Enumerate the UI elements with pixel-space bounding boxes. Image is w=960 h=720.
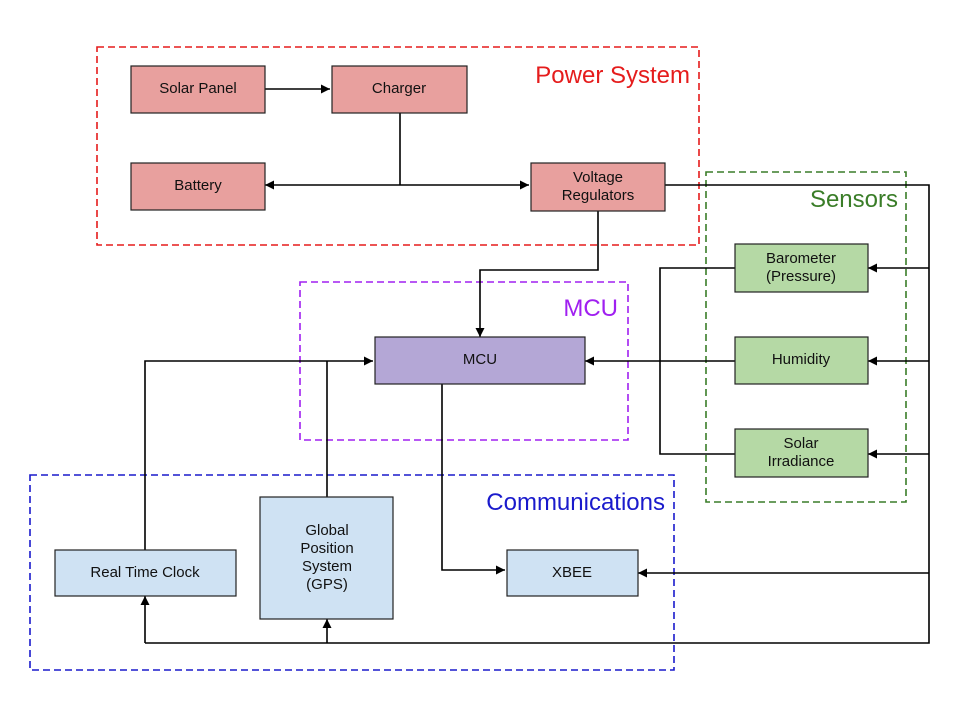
block-label-line: Real Time Clock (90, 564, 200, 581)
sensors-group (705, 171, 907, 503)
block-label-line: Humidity (772, 351, 831, 368)
sensors-label: Sensors (810, 186, 898, 213)
humidity-block (734, 336, 869, 385)
block-label-line: Global (305, 522, 348, 539)
battery-block (130, 162, 266, 211)
power-rail-line (145, 184, 930, 644)
block-label-line: Irradiance (768, 453, 835, 470)
humidity-label: Humidity (772, 351, 831, 368)
block-label-line: Solar Panel (159, 80, 237, 97)
block-label-line: Charger (372, 80, 426, 97)
real-time-clock-block (54, 549, 237, 597)
block-label-line: Barometer (766, 250, 836, 267)
mcu-to-xbee-arrow (441, 384, 505, 575)
rtc-to-mcu-arrow (144, 356, 373, 550)
mcu-block (374, 336, 586, 385)
block-label-line: Voltage (573, 169, 623, 186)
block-label-line: System (302, 558, 352, 575)
block-label-line: Battery (174, 177, 222, 194)
mcu-group-label: MCU (563, 295, 618, 322)
block-label-line: MCU (463, 351, 497, 368)
mcu-block-label: MCU (463, 351, 497, 368)
block-label-line: Solar (783, 435, 818, 452)
gps-block (259, 496, 394, 620)
block-label-line: (Pressure) (766, 268, 836, 285)
block-label-line: Position (300, 540, 353, 557)
charger-block (331, 65, 468, 114)
voltage-regulators-block (530, 162, 666, 212)
battery-label: Battery (174, 177, 222, 194)
solar-irradiance-block (734, 428, 869, 478)
solar-panel-block (130, 65, 266, 114)
connections (140, 84, 930, 644)
solar-panel-label: Solar Panel (159, 80, 237, 97)
communications-label: Communications (486, 489, 665, 516)
xbee-label: XBEE (552, 564, 592, 581)
regulators-to-mcu-arrow (475, 211, 599, 337)
block-label-line: Regulators (562, 187, 635, 204)
barometer-block (734, 243, 869, 293)
power-system-label: Power System (535, 62, 690, 89)
block-label-line: (GPS) (306, 576, 348, 593)
block-label-line: XBEE (552, 564, 592, 581)
barometer-label: Barometer(Pressure) (766, 250, 836, 285)
real-time-clock-label: Real Time Clock (90, 564, 200, 581)
charger-label: Charger (372, 80, 426, 97)
power-system-group (96, 46, 700, 246)
xbee-block (506, 549, 639, 597)
